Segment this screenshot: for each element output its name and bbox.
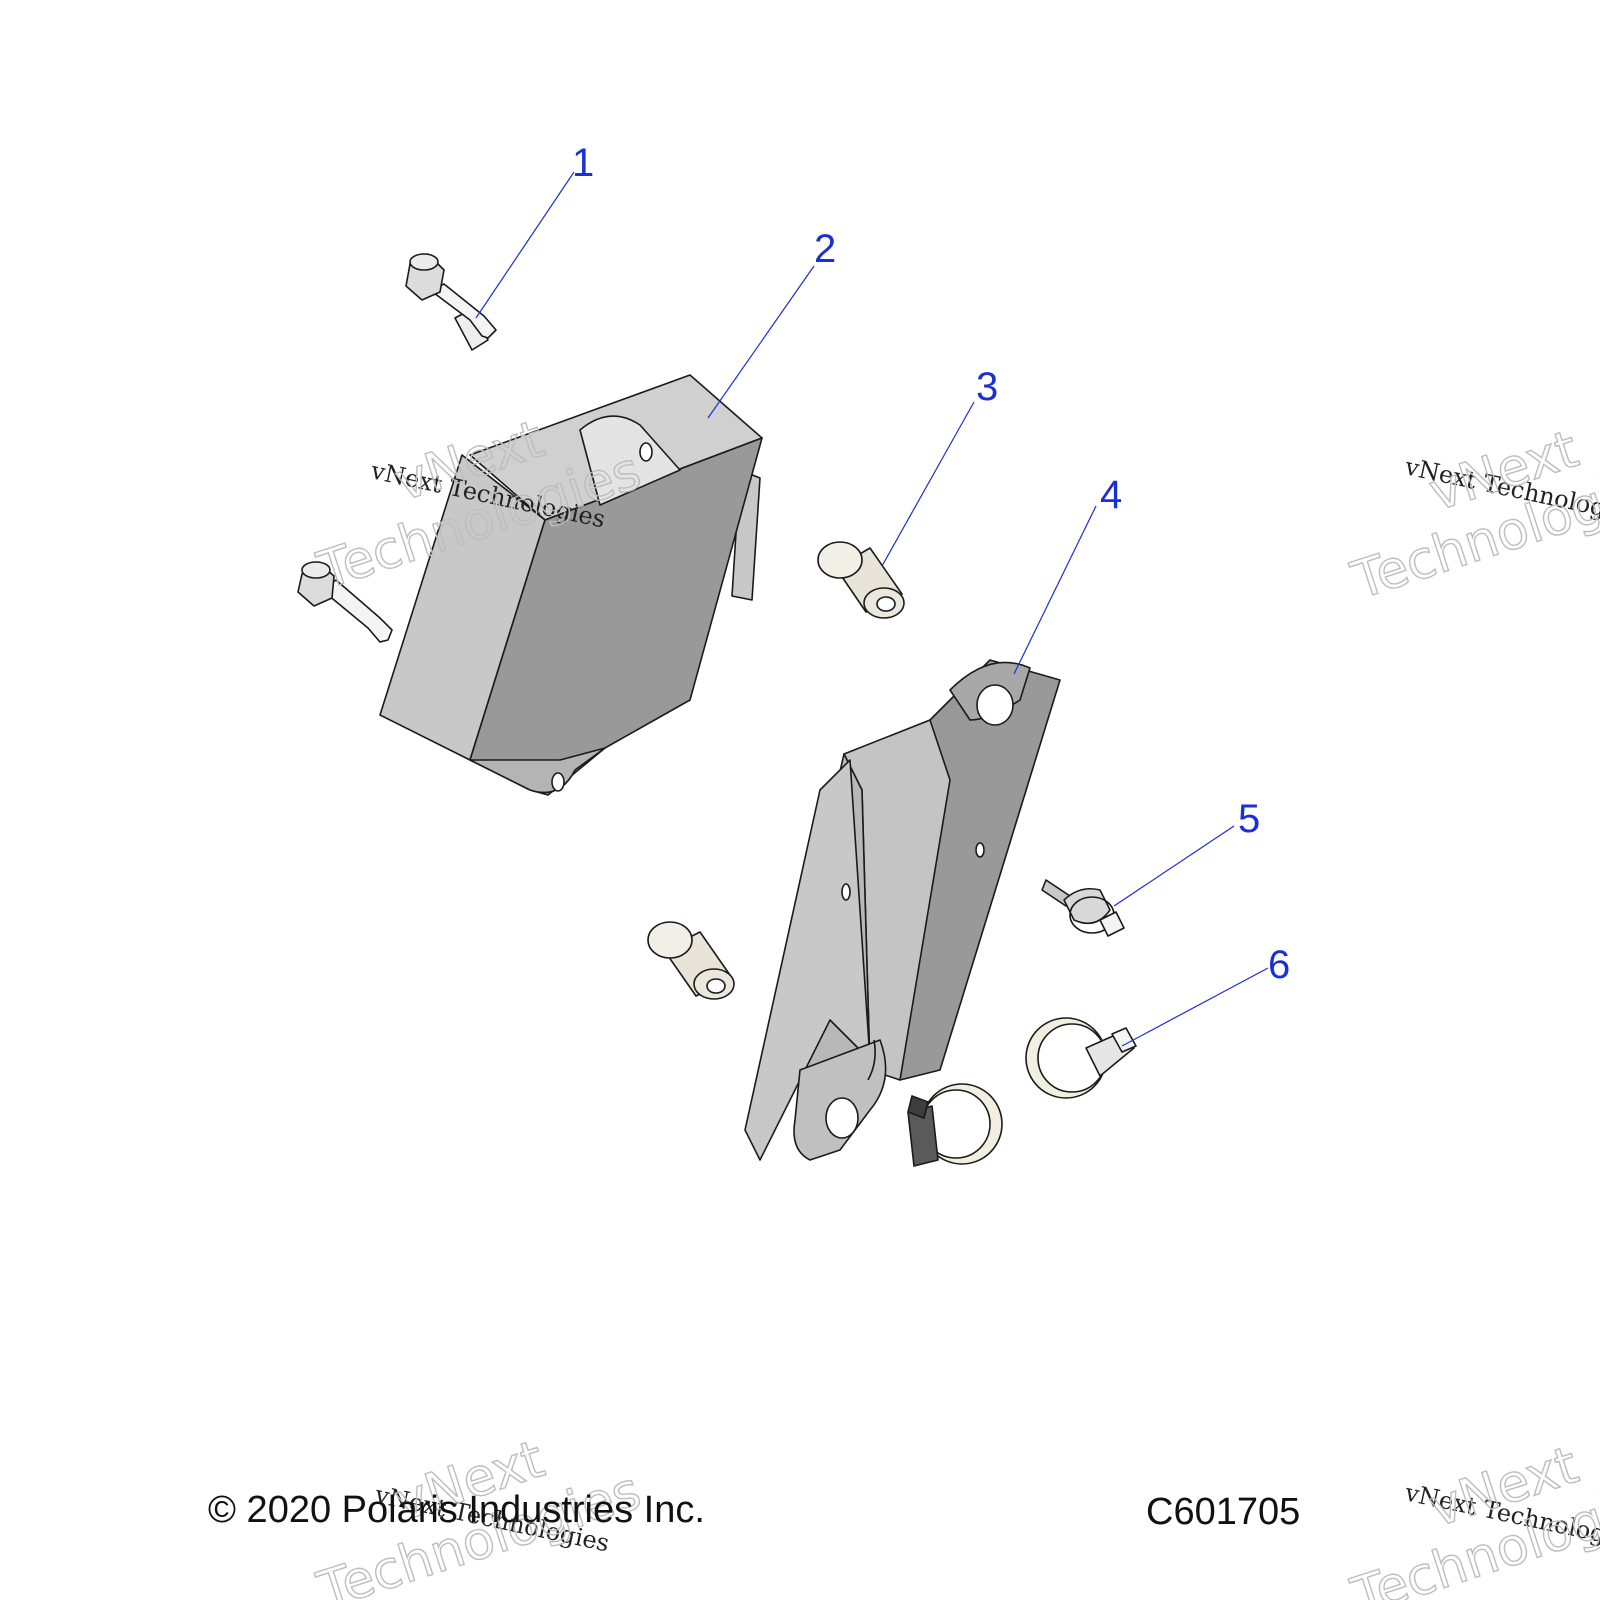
clip-with-screw — [1041, 879, 1125, 937]
watermark-bottom-right-big: vNext Technologies — [1344, 1435, 1600, 1600]
bushing-lower — [647, 921, 735, 1000]
hose-clamp-left — [907, 1083, 1003, 1167]
leader-2 — [707, 265, 815, 419]
callout-2: 2 — [814, 227, 836, 271]
leader-4 — [1013, 505, 1097, 675]
leader-1 — [475, 171, 575, 319]
copyright-text: © 2020 Polaris Industries Inc. — [208, 1489, 705, 1531]
electronic-module — [379, 374, 763, 796]
hose-clamp-right — [1025, 1017, 1137, 1099]
watermark-top-right-big: vNext Technologies — [1344, 419, 1600, 613]
bushing-upper — [817, 541, 905, 619]
callout-3: 3 — [976, 365, 998, 409]
bolt-lower — [297, 561, 393, 643]
callout-1: 1 — [572, 141, 594, 185]
mounting-bracket — [744, 659, 1061, 1161]
callout-4: 4 — [1100, 473, 1122, 517]
leader-6 — [1121, 967, 1269, 1047]
callout-6: 6 — [1268, 943, 1290, 987]
figure-code: C601705 — [1146, 1491, 1300, 1533]
callout-5: 5 — [1238, 797, 1260, 841]
leader-3 — [881, 401, 975, 567]
leader-5 — [1113, 825, 1235, 907]
bolt-upper — [405, 253, 497, 351]
